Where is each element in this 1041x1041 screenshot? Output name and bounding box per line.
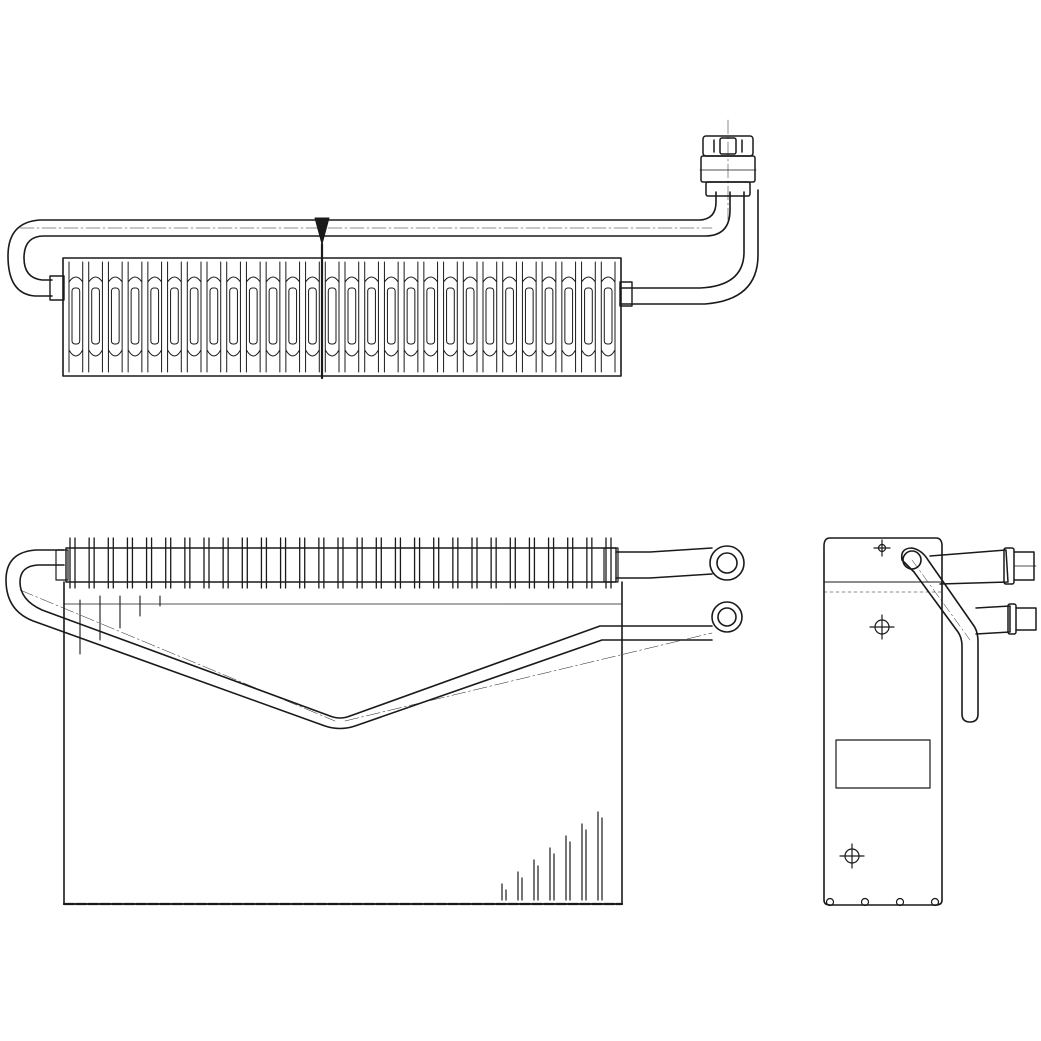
top-fin-slot	[150, 287, 160, 345]
front-fins	[69, 537, 612, 589]
side-foot-hole	[860, 897, 870, 907]
top-fin	[443, 261, 458, 373]
top-fin	[324, 261, 340, 373]
top-fin	[245, 261, 261, 373]
top-fitting-left	[49, 275, 65, 301]
side-hole-3	[839, 843, 865, 869]
top-fin	[383, 261, 399, 373]
top-fin-slot	[603, 287, 613, 345]
top-fin	[364, 261, 379, 373]
top-fin	[265, 261, 281, 373]
top-pipe	[7, 189, 759, 305]
top-fitting-right	[619, 281, 633, 307]
side-label-plate	[835, 739, 931, 789]
top-fin	[107, 261, 123, 373]
top-fins	[68, 261, 616, 373]
top-fin	[462, 261, 478, 373]
top-fin	[403, 261, 419, 373]
side-connector-upper	[929, 547, 1037, 585]
top-fin-slot	[446, 287, 455, 345]
top-fin-slot	[130, 287, 140, 345]
top-fin	[482, 261, 498, 373]
section-arrow	[314, 217, 330, 245]
side-body	[823, 537, 943, 906]
top-fin-slot	[367, 287, 376, 345]
top-fin	[521, 261, 537, 373]
side-connector-lower	[975, 603, 1037, 635]
top-fin-slot	[189, 287, 199, 345]
top-fin	[186, 261, 202, 373]
top-fin-slot	[485, 287, 495, 345]
front-v-pipe	[5, 549, 713, 730]
top-fin-slot	[248, 287, 258, 345]
side-hole-1	[873, 539, 891, 557]
front-core	[63, 581, 623, 905]
front-view	[5, 537, 745, 906]
top-fin	[344, 261, 360, 373]
side-pipe	[900, 547, 979, 723]
front-fitting-lower	[711, 601, 743, 633]
front-header	[65, 547, 617, 583]
top-fin-slot	[268, 287, 278, 345]
top-fin-slot	[524, 287, 534, 345]
top-fin-slot	[544, 287, 554, 345]
front-outlet-pipe	[55, 547, 713, 583]
top-fin	[305, 261, 320, 373]
top-fin-slot	[564, 287, 574, 345]
top-fin-slot	[229, 287, 238, 345]
top-fin	[226, 261, 241, 373]
top-fin	[561, 261, 577, 373]
top-fin-slot	[288, 287, 298, 345]
side-hole-2	[869, 614, 895, 640]
top-fin	[206, 261, 222, 373]
top-core	[62, 257, 622, 377]
top-fin-slot	[91, 287, 100, 345]
top-fin	[147, 261, 163, 373]
top-fin	[581, 261, 596, 373]
side-view	[823, 537, 1037, 907]
top-fin	[502, 261, 517, 373]
top-fin-slot	[465, 287, 475, 345]
top-fin-slot	[386, 287, 396, 345]
top-fin-slot	[505, 287, 514, 345]
front-hatch-left	[79, 595, 161, 655]
top-fin-slot	[71, 287, 81, 345]
top-fin-slot	[170, 287, 179, 345]
side-foot-hole	[930, 897, 940, 907]
top-fin-slot	[308, 287, 317, 345]
top-view	[7, 119, 759, 380]
side-feet	[825, 897, 940, 907]
top-fin	[600, 261, 616, 373]
top-fin	[285, 261, 301, 373]
top-fin	[541, 261, 557, 373]
side-foot-hole	[825, 897, 835, 907]
top-fin-slot	[327, 287, 337, 345]
top-fin-slot	[426, 287, 436, 345]
top-fin	[167, 261, 182, 373]
top-fin-slot	[406, 287, 416, 345]
top-fin	[423, 261, 439, 373]
top-fin-slot	[110, 287, 120, 345]
top-fin-slot	[584, 287, 593, 345]
side-foot-hole	[895, 897, 905, 907]
top-fin-slot	[347, 287, 357, 345]
top-fin-slot	[209, 287, 219, 345]
top-fin	[88, 261, 103, 373]
front-hatch	[501, 811, 603, 901]
top-fin	[68, 261, 84, 373]
top-fin	[127, 261, 143, 373]
front-fitting-upper	[709, 545, 745, 581]
